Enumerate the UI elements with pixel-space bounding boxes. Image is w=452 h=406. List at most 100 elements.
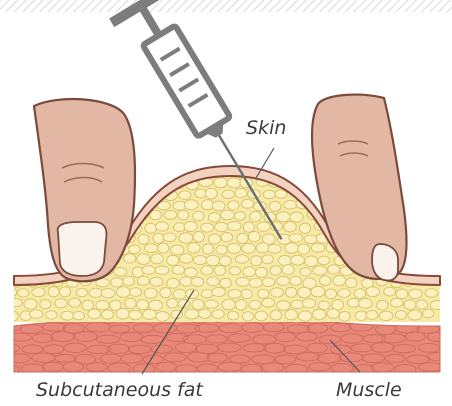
fat-cell — [262, 298, 275, 307]
fat-cell — [289, 234, 303, 242]
fat-cell — [188, 243, 200, 254]
fat-cell — [130, 288, 142, 297]
fat-cell — [5, 311, 18, 322]
fat-cell — [17, 222, 30, 230]
fat-cell — [198, 309, 210, 318]
fat-cell — [268, 244, 281, 253]
fat-cell — [328, 265, 340, 274]
fat-cell — [124, 254, 136, 263]
fat-cell — [142, 266, 155, 275]
fat-cell — [243, 267, 256, 277]
fat-cell — [255, 267, 267, 277]
fat-cell — [33, 264, 44, 275]
fat-cell — [433, 231, 444, 242]
fat-cell — [25, 254, 39, 264]
fat-cell — [207, 277, 219, 286]
fat-cell — [228, 221, 242, 230]
fat-cell — [221, 233, 233, 242]
fat-cell — [285, 287, 296, 297]
fat-cell — [311, 243, 325, 252]
fat-cell — [156, 312, 170, 322]
fat-cell — [430, 301, 444, 310]
fat-cell — [242, 312, 253, 321]
fat-cell — [40, 300, 51, 309]
fat-cell — [257, 222, 270, 231]
fat-cell — [201, 290, 213, 298]
fat-cell — [277, 301, 290, 310]
fat-cell — [193, 211, 204, 221]
fat-cell — [208, 234, 220, 244]
fat-cell — [277, 276, 290, 285]
fat-cell — [366, 311, 378, 320]
fat-cell — [299, 311, 312, 321]
fat-cell — [76, 288, 87, 297]
fat-cell — [415, 255, 426, 263]
fat-cell — [284, 221, 296, 232]
fat-cell — [191, 277, 204, 286]
hatched-border — [0, 0, 452, 12]
fat-cell — [24, 299, 37, 309]
fat-cell — [193, 231, 204, 242]
fat-cell — [11, 233, 23, 244]
fat-cell — [208, 213, 220, 223]
fat-cell — [17, 201, 29, 211]
fat-cell — [227, 243, 241, 253]
fat-cell — [160, 288, 171, 298]
fat-cell — [384, 287, 396, 296]
fat-cell — [220, 278, 231, 288]
fat-cell — [242, 243, 255, 253]
fat-cell — [102, 310, 114, 319]
fat-cell — [69, 298, 81, 307]
fat-cell — [227, 178, 241, 188]
fat-cell — [318, 301, 329, 310]
fat-cell — [30, 310, 43, 319]
fat-cell — [193, 256, 207, 265]
fat-cell — [158, 243, 169, 253]
fat-cell — [241, 199, 254, 208]
fat-cell — [48, 287, 59, 297]
fat-cell — [425, 289, 438, 298]
left-fingernail — [58, 222, 107, 276]
fat-cell — [418, 191, 429, 200]
fat-cell — [19, 267, 30, 276]
fat-cell — [114, 268, 127, 277]
fat-cell — [251, 256, 262, 266]
fat-cell — [4, 222, 15, 231]
fat-cell — [4, 288, 16, 298]
fat-cell — [212, 310, 224, 319]
fat-cell — [132, 267, 143, 277]
fat-cell — [55, 299, 67, 308]
fat-cell — [184, 268, 197, 277]
fat-cell — [145, 223, 157, 233]
fat-cell — [179, 191, 191, 200]
fat-cell — [167, 278, 180, 288]
fat-cell — [354, 289, 366, 298]
fat-cell — [404, 300, 416, 310]
fat-cell — [410, 201, 423, 211]
fat-cell — [236, 277, 250, 286]
fat-cell — [219, 256, 231, 266]
fat-cell — [366, 287, 379, 297]
fat-cell — [338, 289, 351, 298]
fat-cell — [138, 190, 151, 200]
fat-cell — [285, 310, 298, 320]
fat-cell — [320, 276, 331, 286]
fat-cell — [205, 188, 217, 199]
fat-cell — [185, 309, 199, 319]
fat-cell — [415, 210, 427, 221]
fat-cell — [25, 167, 36, 178]
fat-cell — [359, 298, 372, 308]
fat-cell — [346, 278, 357, 288]
fat-cell — [313, 309, 326, 319]
fat-cell — [377, 300, 388, 310]
fat-cell — [3, 266, 15, 276]
fat-cell — [212, 287, 226, 296]
fat-cell — [202, 244, 213, 254]
fat-cell — [269, 201, 281, 211]
fat-cell — [411, 221, 422, 230]
fat-cell — [408, 310, 422, 320]
syringe-barrel — [143, 25, 231, 136]
fat-cell — [229, 267, 241, 275]
fat-cell — [214, 265, 225, 275]
